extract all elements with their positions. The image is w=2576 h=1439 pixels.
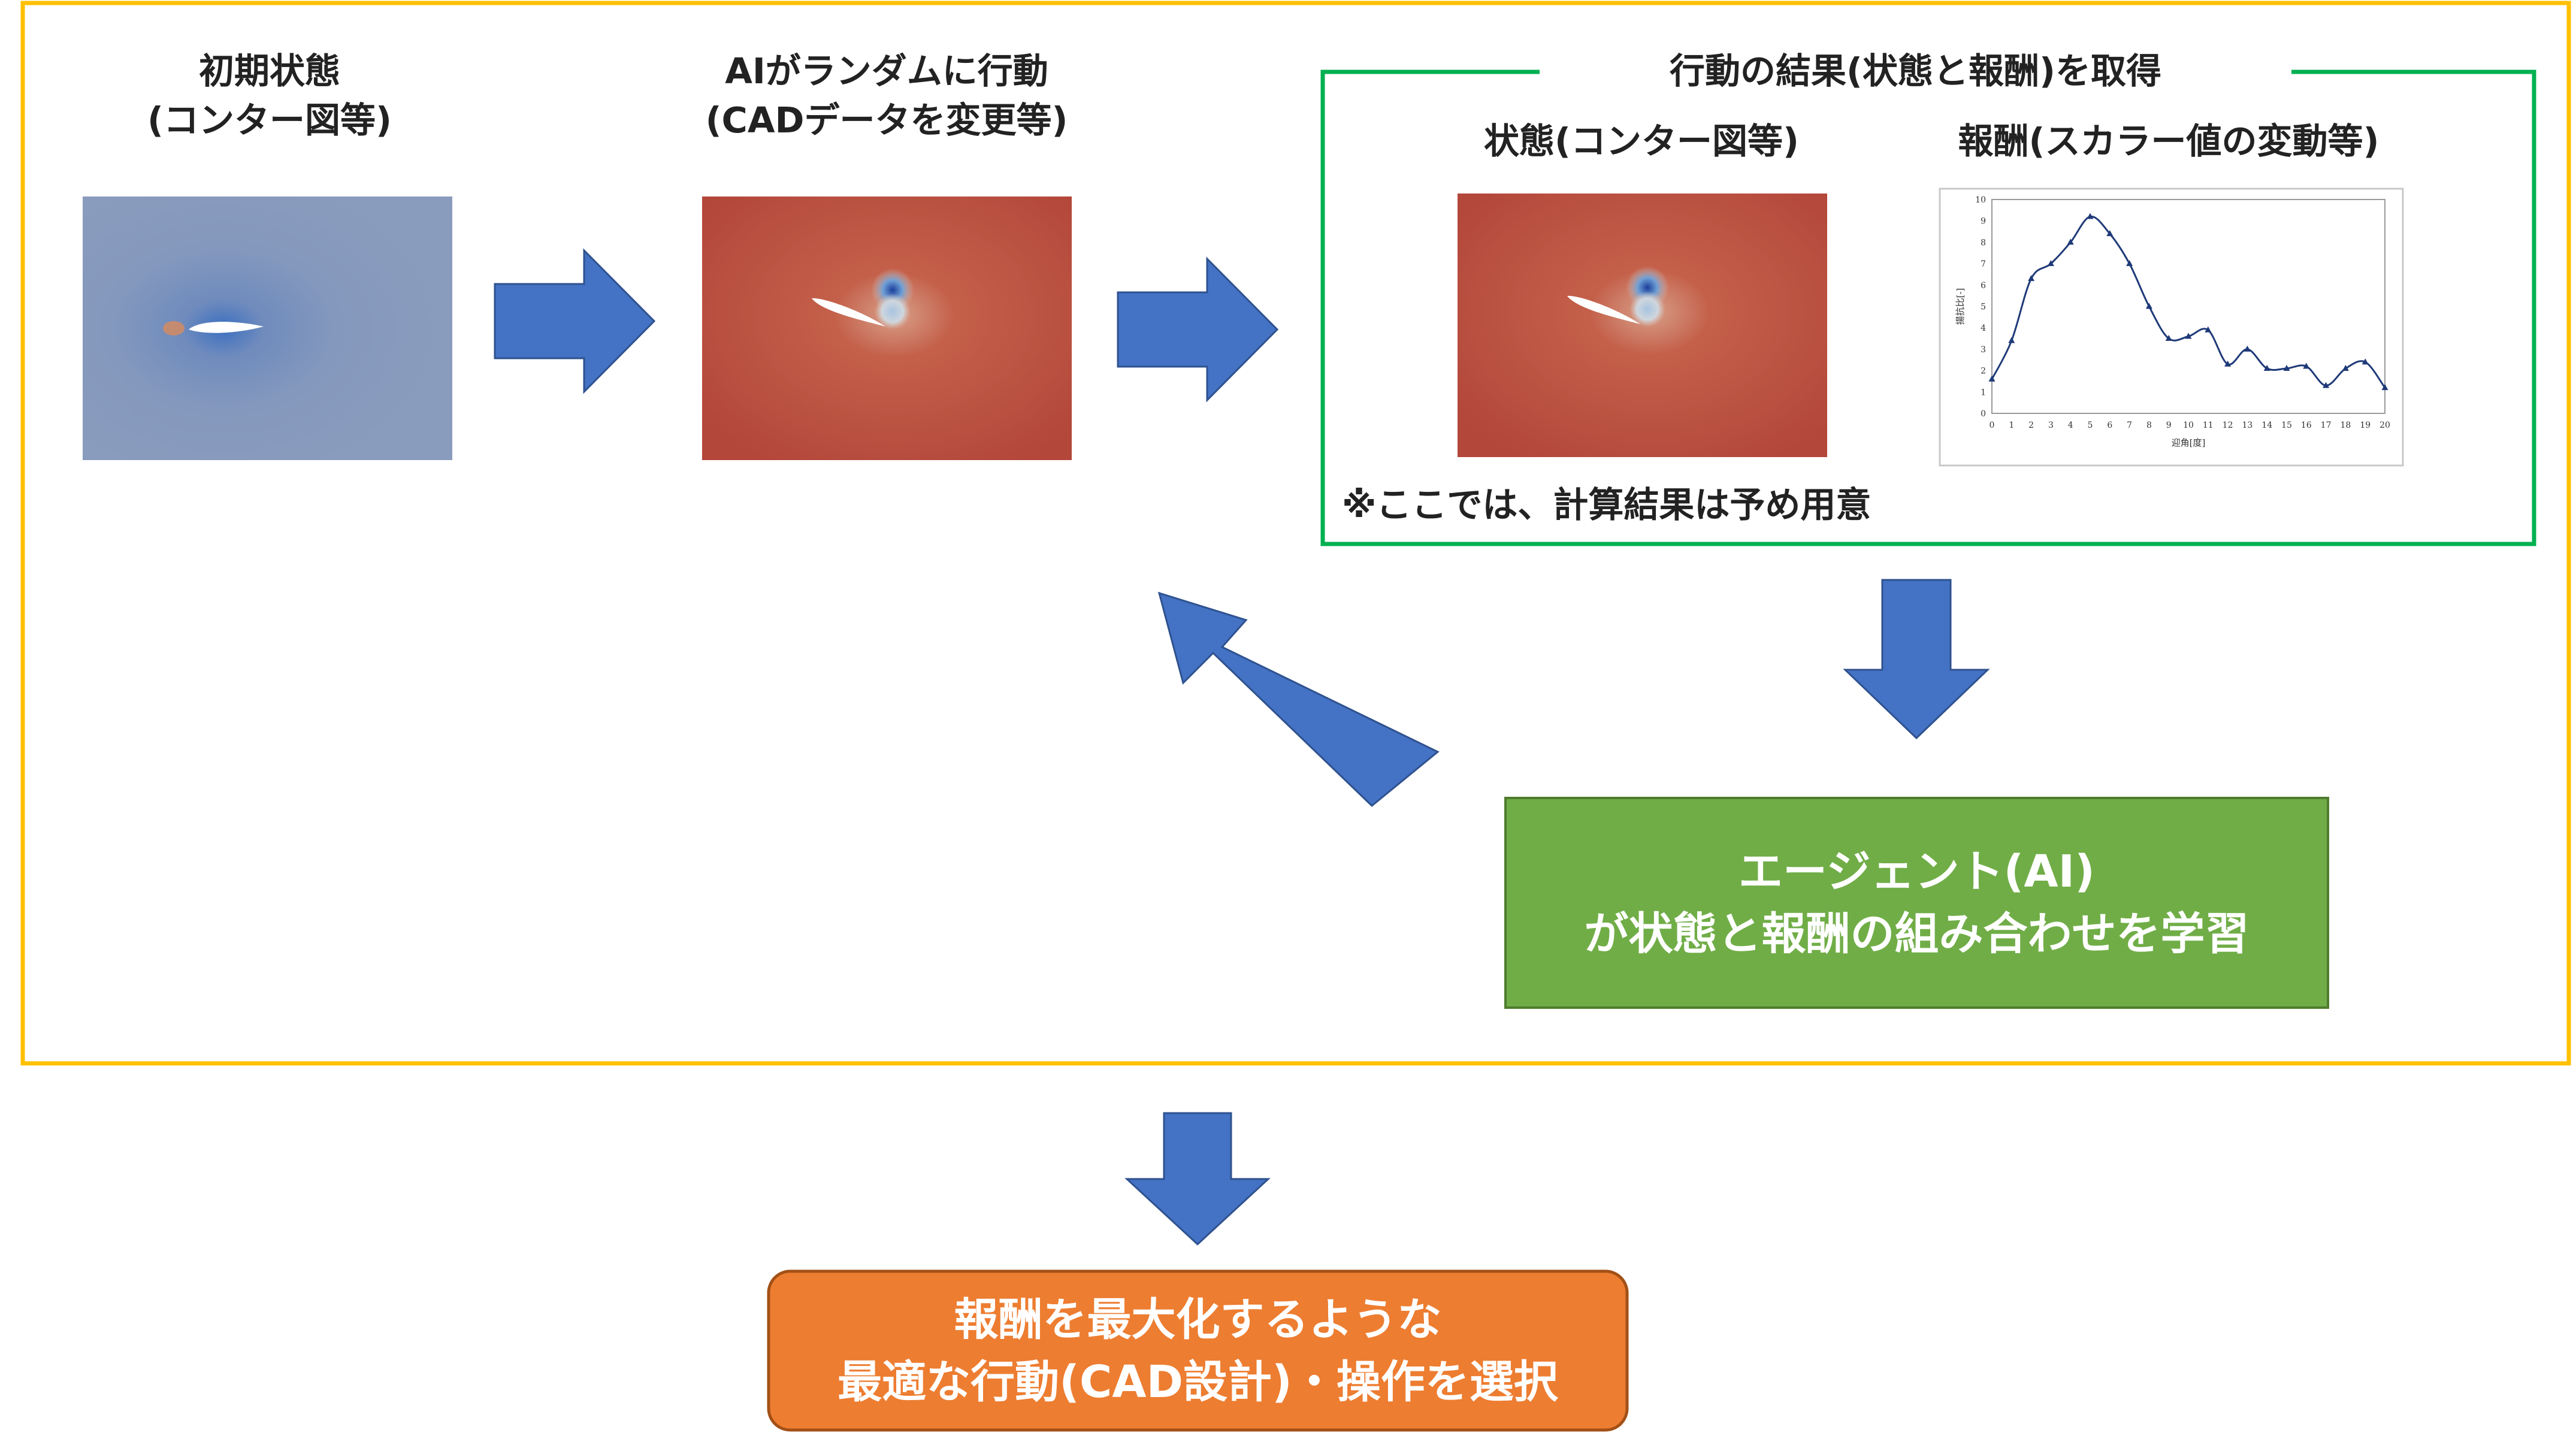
arrow-initial-to-action xyxy=(494,248,656,394)
x-tick-label: 13 xyxy=(2242,421,2253,430)
data-point xyxy=(2303,362,2310,369)
data-point xyxy=(2283,365,2290,371)
y-tick-label: 7 xyxy=(1981,259,1986,269)
x-axis-label: 迎角[度] xyxy=(2172,437,2206,448)
x-tick-label: 10 xyxy=(2183,421,2194,430)
x-tick-label: 1 xyxy=(2009,421,2014,430)
x-tick-label: 19 xyxy=(2360,421,2371,430)
data-point xyxy=(2067,238,2074,245)
y-tick-label: 4 xyxy=(1981,324,1986,333)
data-point xyxy=(2263,365,2270,371)
x-tick-label: 4 xyxy=(2068,421,2073,430)
arrow-loop-to-final xyxy=(1124,1112,1271,1246)
data-point xyxy=(2165,335,2172,341)
y-tick-label: 0 xyxy=(1981,409,1986,419)
agent-learning-box: エージェント(AI) が状態と報酬の組み合わせを学習 xyxy=(1584,846,2250,960)
x-tick-label: 6 xyxy=(2107,421,2112,430)
y-tick-label: 9 xyxy=(1981,217,1986,226)
data-point xyxy=(2224,360,2232,367)
data-point xyxy=(2205,326,2212,332)
data-point xyxy=(2047,260,2054,267)
x-tick-label: 2 xyxy=(2028,421,2034,430)
result-box-title: 行動の結果(状態と報酬)を取得 xyxy=(1670,50,2161,92)
data-point xyxy=(2008,337,2015,343)
agent-box-bg xyxy=(1504,797,2329,1009)
initial-state-label: 初期状態 (コンター図等) xyxy=(147,50,392,141)
y-tick-label: 2 xyxy=(1981,367,1986,376)
x-tick-label: 18 xyxy=(2340,421,2351,430)
data-point xyxy=(2244,345,2251,352)
random-action-label: AIがランダムに行動 (CADデータを変更等) xyxy=(705,50,1068,141)
data-point xyxy=(2323,382,2330,388)
outer-loop-frame xyxy=(20,1,2571,1066)
y-tick-label: 8 xyxy=(1981,238,1986,247)
data-point xyxy=(2126,260,2133,267)
data-point xyxy=(2381,384,2388,391)
x-tick-label: 12 xyxy=(2223,421,2233,430)
action-contour-image xyxy=(702,196,1072,460)
precomputed-note: ※ここでは、計算結果は予め用意 xyxy=(1342,484,1871,525)
x-tick-label: 0 xyxy=(1990,421,1995,430)
data-point xyxy=(1988,375,1996,382)
x-tick-label: 14 xyxy=(2261,421,2272,430)
x-tick-label: 9 xyxy=(2166,421,2172,430)
y-axis-label: 揚抗比[-] xyxy=(1955,288,1966,325)
data-point xyxy=(2028,275,2035,282)
x-tick-label: 7 xyxy=(2127,421,2132,430)
data-point xyxy=(2362,358,2369,365)
x-tick-label: 3 xyxy=(2048,421,2054,430)
y-tick-label: 3 xyxy=(1981,345,1986,355)
x-tick-label: 15 xyxy=(2281,421,2292,430)
data-point xyxy=(2185,332,2192,339)
optimal-action-box: 報酬を最大化するような 最適な行動(CAD設計)・操作を選択 xyxy=(837,1293,1558,1408)
data-point xyxy=(2087,213,2094,219)
data-point xyxy=(2106,230,2114,237)
x-tick-label: 8 xyxy=(2146,421,2152,430)
x-tick-label: 5 xyxy=(2088,421,2093,430)
y-tick-label: 1 xyxy=(1981,388,1986,397)
x-tick-label: 17 xyxy=(2321,421,2332,430)
initial-state-contour-image xyxy=(83,196,452,460)
arrow-result-to-agent xyxy=(1843,579,1990,740)
y-tick-label: 6 xyxy=(1981,281,1986,291)
data-point xyxy=(2145,303,2152,309)
state-label: 状態(コンター図等) xyxy=(1484,120,1799,162)
x-tick-label: 16 xyxy=(2301,421,2312,430)
data-point xyxy=(2342,365,2349,371)
x-tick-label: 20 xyxy=(2380,421,2390,430)
y-tick-label: 5 xyxy=(1981,303,1986,312)
reward-label: 報酬(スカラー値の変動等) xyxy=(1958,120,2380,162)
arrow-action-to-result xyxy=(1117,256,1279,403)
result-frame xyxy=(1320,69,2536,546)
result-state-contour-image xyxy=(1458,194,1827,457)
y-tick-label: 10 xyxy=(1975,195,1986,205)
final-box-bg xyxy=(767,1269,1629,1432)
x-tick-label: 11 xyxy=(2203,421,2214,430)
arrow-agent-back-to-action xyxy=(1157,591,1440,808)
